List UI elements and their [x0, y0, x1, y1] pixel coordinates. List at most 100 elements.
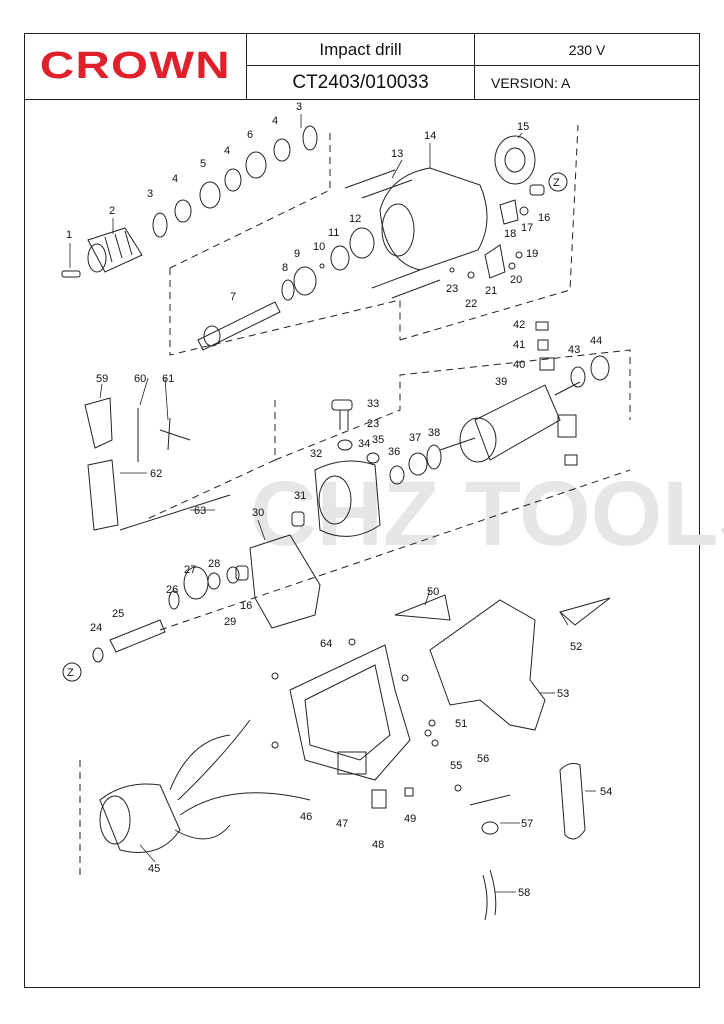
callout: 19: [526, 248, 538, 260]
callout: 27: [184, 564, 196, 576]
callout: 54: [600, 786, 612, 798]
callout: 42: [513, 319, 525, 331]
callout: 29: [224, 616, 236, 628]
callout: 23: [367, 418, 379, 430]
callout: 32: [310, 448, 322, 460]
z-marker-circle: [62, 662, 82, 682]
callout: 20: [510, 274, 522, 286]
callout: 26: [166, 584, 178, 596]
title-block: CROWN Impact drill CT2403/010033 230 V V…: [25, 34, 699, 100]
callout: 61: [162, 373, 174, 385]
parts-sheet: CROWN Impact drill CT2403/010033 230 V V…: [24, 33, 700, 988]
callout: 28: [208, 558, 220, 570]
callout: 48: [372, 839, 384, 851]
callout: 5: [200, 158, 206, 170]
part-motor-housing: [291, 399, 442, 537]
part-armature: [439, 381, 581, 463]
callout: 53: [557, 688, 569, 700]
callout: 34: [358, 438, 370, 450]
callout: 58: [518, 887, 530, 899]
callout: 55: [450, 760, 462, 772]
callout: 46: [300, 811, 312, 823]
callout: 11: [328, 227, 339, 239]
callout: 3: [147, 188, 153, 200]
callout: 4: [224, 145, 230, 157]
z-marker-label: Z: [67, 667, 74, 679]
callout: 56: [477, 753, 489, 765]
part-aux-handle: [84, 397, 231, 531]
z-marker-label: Z: [553, 177, 560, 189]
part-chuck: [87, 227, 143, 273]
part-gasket: [249, 534, 321, 629]
part-screw-1: [61, 270, 81, 278]
callout: 35: [372, 434, 384, 446]
part-bearing-group: [281, 227, 375, 301]
callout: 60: [134, 373, 146, 385]
callout: 25: [112, 608, 124, 620]
callout: 33: [367, 398, 379, 410]
callout: 43: [568, 344, 580, 356]
callout: 16: [240, 600, 252, 612]
callout: 3: [296, 101, 302, 113]
model-code: CT2403/010033: [247, 66, 475, 99]
callout: 37: [409, 432, 421, 444]
callout: 12: [349, 213, 361, 225]
callout: 30: [252, 507, 264, 519]
callout: 41: [513, 339, 525, 351]
callout: 17: [521, 222, 533, 234]
callout: 15: [517, 121, 529, 133]
callout: 36: [388, 446, 400, 458]
assembly-guide-lines: [79, 124, 631, 880]
callout: 45: [148, 863, 160, 875]
part-brush-assembly: [535, 321, 610, 466]
callout: 57: [521, 818, 533, 830]
callout: 14: [424, 130, 436, 142]
callout: 62: [150, 468, 162, 480]
part-ring-set: [152, 125, 318, 238]
voltage: 230 V: [475, 34, 699, 66]
leader-lines: [69, 114, 596, 893]
callout: 40: [513, 359, 525, 371]
logo-cell: CROWN: [25, 34, 247, 99]
callout: 63: [194, 505, 206, 517]
part-switch: [337, 751, 414, 809]
watermark-text: CHZ TOOLS: [250, 463, 724, 565]
version: VERSION: A: [491, 74, 571, 91]
callout: 50: [427, 586, 439, 598]
callout: 8: [282, 262, 288, 274]
callout-labels: 1 2 3 4 5 4 6 4 3 7 8 9 10 11 12 13 14 1…: [66, 101, 612, 899]
callout: 7: [230, 291, 236, 303]
callout: 6: [247, 129, 253, 141]
callout: 18: [504, 228, 516, 240]
callout: 39: [495, 376, 507, 388]
callout: 13: [391, 148, 403, 160]
part-large-gear: [494, 135, 536, 185]
part-gear-housing: [379, 167, 488, 271]
crown-logo: CROWN: [40, 45, 231, 87]
callout: 16: [538, 212, 550, 224]
callout: 52: [570, 641, 582, 653]
callout: 59: [96, 373, 108, 385]
callout: 1: [66, 229, 72, 241]
z-marker-circle: [548, 172, 568, 192]
callout: 49: [404, 813, 416, 825]
part-long-screws: [344, 169, 441, 299]
callout: 31: [294, 490, 306, 502]
callout: 23: [446, 283, 458, 295]
callout: 9: [294, 248, 300, 260]
callout: 22: [465, 298, 477, 310]
part-stator: [99, 719, 311, 853]
part-outer-housing: [394, 594, 611, 840]
callout: 24: [90, 622, 102, 634]
part-gear-train: [92, 565, 249, 663]
callout: 38: [428, 427, 440, 439]
callout: 21: [485, 285, 497, 297]
z-marker-labels: Z Z: [67, 177, 560, 679]
part-cable-clamp: [469, 794, 511, 921]
part-spindle: [197, 301, 281, 351]
callout: 44: [590, 335, 602, 347]
callout: 4: [172, 173, 178, 185]
part-small-hardware: [449, 184, 545, 279]
callout: 4: [272, 115, 278, 127]
